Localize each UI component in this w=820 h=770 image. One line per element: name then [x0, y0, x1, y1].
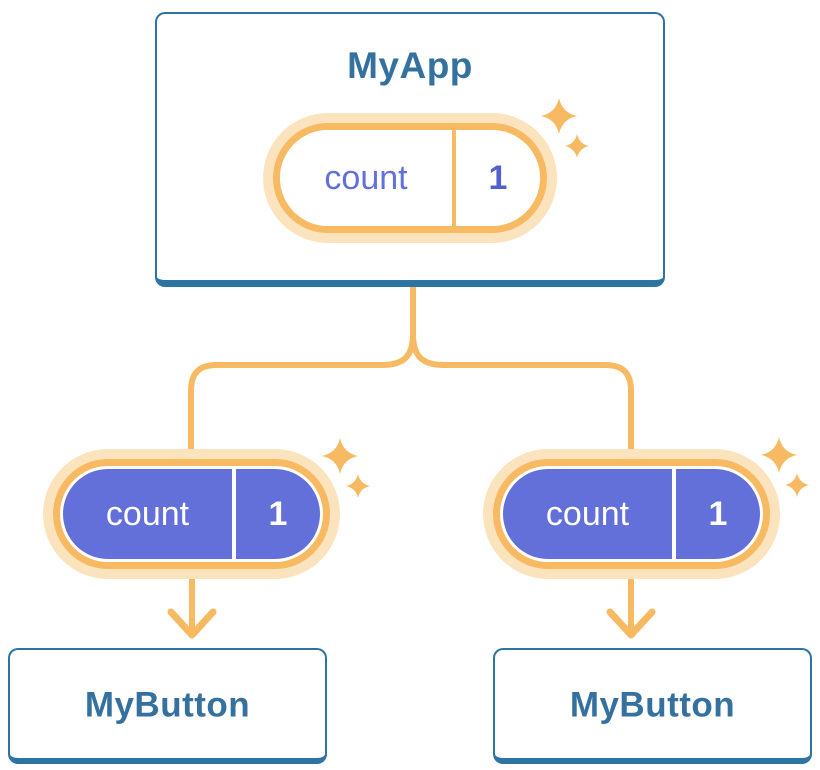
component-title: MyApp — [347, 45, 473, 86]
state-value: 1 — [488, 158, 508, 197]
state-pill-inner: count 1 — [280, 130, 540, 226]
state-value: 1 — [708, 494, 728, 533]
sparkle-icon — [541, 98, 589, 158]
state-pill-core: count 1 — [63, 469, 320, 559]
state-pill-ring: count 1 — [53, 459, 330, 569]
state-pill-child-right: count 1 — [483, 449, 780, 579]
state-pill-core: count 1 — [503, 469, 760, 559]
arrow-right-head — [606, 608, 656, 639]
state-label: count — [545, 494, 630, 533]
state-pill-core: count 1 — [280, 130, 540, 226]
arrow-left-head — [167, 608, 217, 639]
connector-branch-left — [188, 285, 416, 455]
component-title: MyButton — [569, 685, 736, 725]
component-card-mybutton-left: MyButton — [8, 648, 327, 764]
state-value: 1 — [268, 494, 288, 533]
component-card-mybutton-right: MyButton — [493, 648, 812, 764]
state-label: count — [105, 494, 190, 533]
sparkle-icon — [322, 438, 370, 498]
pill-divider — [232, 469, 236, 559]
state-pill-inner: count 1 — [500, 466, 763, 562]
connector-branch-right — [410, 285, 634, 455]
state-pill-ring: count 1 — [273, 123, 547, 233]
state-pill-inner: count 1 — [60, 466, 323, 562]
state-pill-root: count 1 — [263, 113, 557, 243]
pill-divider — [672, 469, 676, 559]
pill-divider — [452, 130, 456, 226]
component-title: MyButton — [84, 685, 251, 725]
state-pill-child-left: count 1 — [43, 449, 340, 579]
state-label: count — [324, 158, 408, 197]
state-pill-ring: count 1 — [493, 459, 770, 569]
sparkle-icon — [761, 437, 809, 497]
